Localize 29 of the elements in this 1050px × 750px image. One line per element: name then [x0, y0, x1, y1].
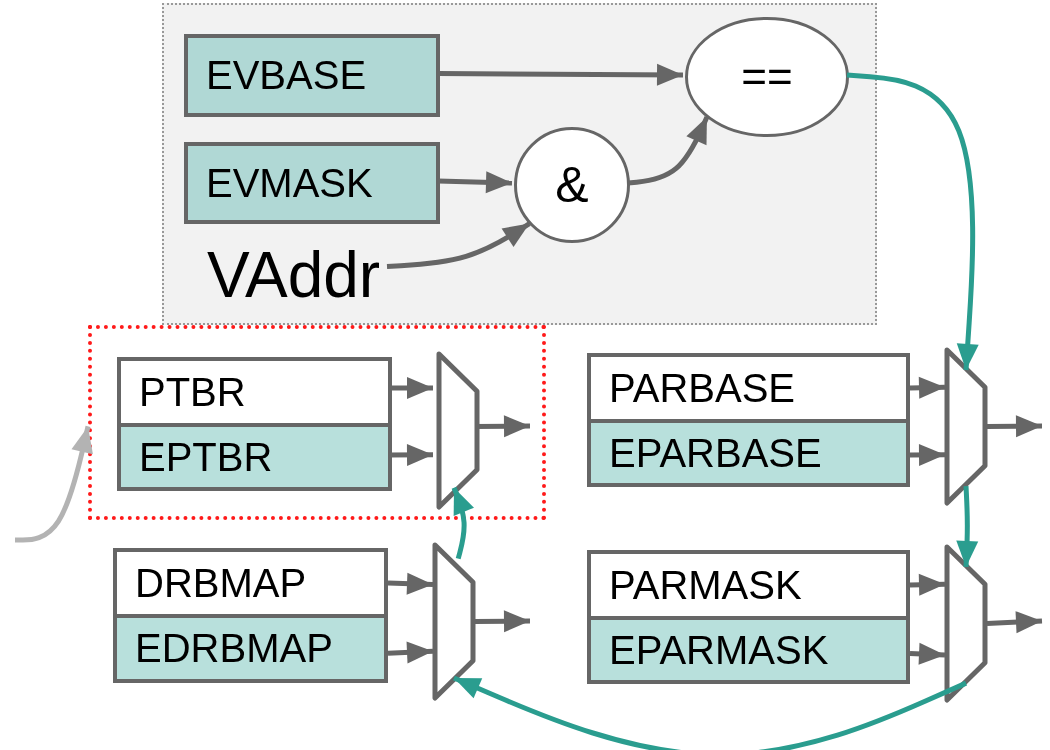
- arrow: [437, 171, 513, 194]
- arrow: [386, 221, 531, 269]
- arrow: [846, 72, 979, 371]
- arrow: [438, 63, 683, 86]
- multiplexer: [945, 348, 987, 505]
- arrow: [387, 641, 434, 664]
- multiplexer: [945, 545, 987, 702]
- signal-label: VAddr: [207, 242, 389, 308]
- arrow: [453, 675, 967, 750]
- arrow: [474, 610, 531, 633]
- arrow: [451, 486, 474, 560]
- multiplexer: [437, 352, 479, 509]
- and-gate-circle: &: [514, 127, 630, 243]
- arrow: [986, 611, 1043, 634]
- comparator-ellipse: ==: [685, 17, 849, 137]
- arrow: [909, 573, 946, 596]
- register-box: EVMASK: [184, 142, 440, 224]
- register-box: EVBASE: [184, 34, 440, 117]
- highlight-box: [88, 325, 546, 520]
- arrow: [15, 425, 93, 543]
- arrow: [986, 415, 1043, 438]
- arrow: [909, 376, 946, 399]
- arrow: [910, 443, 945, 466]
- multiplexer: [433, 543, 475, 700]
- arrow: [387, 572, 434, 595]
- arrow: [956, 486, 979, 568]
- arrow: [627, 116, 710, 186]
- group-panel: [162, 3, 877, 325]
- arrow: [909, 642, 946, 665]
